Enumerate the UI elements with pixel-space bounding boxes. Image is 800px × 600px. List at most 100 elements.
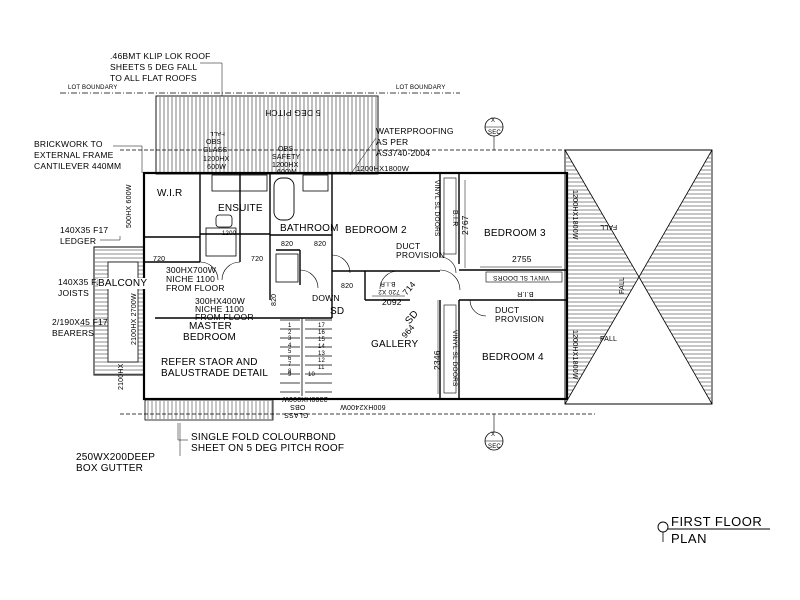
dim-2092: 2092 bbox=[382, 297, 402, 307]
refer-note-2: BALUSTRADE DETAIL bbox=[161, 368, 269, 379]
obs-glass-4: 600W bbox=[207, 164, 227, 171]
bir-1: B.I.R bbox=[451, 210, 458, 227]
stair-down-label: DOWN bbox=[312, 293, 340, 303]
section-marker-top-x: X bbox=[491, 118, 496, 124]
right-roof-fall-3: FALL bbox=[600, 336, 618, 343]
right-roof-fall-1: FALL bbox=[600, 223, 618, 230]
roof-note-2: SHEETS 5 DEG FALL bbox=[110, 62, 198, 72]
ledger-note-1: 140x35 F17 bbox=[60, 225, 109, 235]
dim-2346: 2346 bbox=[432, 350, 442, 370]
dim-820-d: 820 bbox=[271, 293, 278, 306]
waterproofing-note-1: WATERPROOFING bbox=[376, 126, 454, 136]
room-master-1: MASTER bbox=[189, 321, 232, 332]
section-marker-bottom-sec: SEC bbox=[488, 444, 501, 450]
roof-pitch-label: 5 DEG PITCH bbox=[265, 108, 321, 118]
plan-title-line-2: PLAN bbox=[671, 531, 707, 546]
window-left-1: 500Hx 600W bbox=[126, 184, 133, 228]
room-bedroom-3: BEDROOM 3 bbox=[484, 228, 546, 239]
waterproofing-note-2: AS PER bbox=[376, 137, 409, 147]
niche-2-line-1: 300Hx400W bbox=[195, 296, 245, 306]
stair-step-number: 14 bbox=[318, 344, 326, 350]
roof-note-3: TO ALL FLAT ROOFS bbox=[110, 73, 197, 83]
stair-step-number: 9 bbox=[288, 372, 292, 378]
room-bedroom-4: BEDROOM 4 bbox=[482, 352, 544, 363]
stair-step-number: 17 bbox=[318, 323, 326, 329]
dim-820-c: 820 bbox=[341, 283, 354, 290]
single-fold-note-1: SINGLE FOLD COLOURBOND bbox=[191, 432, 336, 443]
roof-note-1: .46BMT KLIP LOK ROOF bbox=[110, 51, 211, 61]
niche-1-line-2: NICHE 1100 bbox=[166, 274, 216, 284]
brickwork-note-1: BRICKWORK TO bbox=[34, 139, 103, 149]
window-top-size: 1200Hx1800W bbox=[356, 164, 410, 173]
stair-step-number: 16 bbox=[318, 330, 326, 336]
obs-safety-1: OBS bbox=[278, 146, 294, 153]
lot-boundary-left: LOT BOUNDARY bbox=[68, 85, 118, 91]
bir-4: 720 X2 bbox=[378, 288, 400, 295]
room-wir: W.I.R bbox=[157, 188, 183, 199]
stair-step-number: 10 bbox=[308, 372, 316, 378]
duct-1-line-1: DUCT bbox=[396, 241, 421, 251]
joists-note-1: 140x35 F17 bbox=[58, 277, 107, 287]
obs-glass-2: GLASS bbox=[203, 147, 228, 154]
ledger-note-2: LEDGER bbox=[60, 236, 97, 246]
niche-2-line-2: NICHE 1100 bbox=[195, 304, 245, 314]
joists-note-2: JOISTS bbox=[58, 288, 89, 298]
window-right-1: 1200Hx1800W bbox=[571, 190, 578, 240]
bearers-note-1: 2/190x45 F17 bbox=[52, 317, 108, 327]
bottom-obs-3: 2300Hx900W bbox=[282, 395, 328, 402]
stair-step-number: 4 bbox=[288, 342, 292, 349]
room-master-2: BEDROOM bbox=[183, 332, 237, 343]
window-left-2: 2100Hx 2700W bbox=[131, 293, 138, 345]
section-marker-bottom-x: X bbox=[491, 432, 496, 438]
obs-safety-2: SAFETY bbox=[272, 154, 301, 161]
stair-step-number: 2 bbox=[288, 329, 292, 336]
stair-step-number: 15 bbox=[318, 337, 326, 343]
plan-title-line-1: FIRST FLOOR bbox=[671, 514, 763, 529]
duct-2-line-2: PROVISION bbox=[495, 314, 545, 324]
waterproofing-note-3: AS3740-2004 bbox=[376, 148, 431, 158]
room-balcony: BALCONY bbox=[98, 278, 148, 289]
refer-note-1: REFER STAOR AND bbox=[161, 357, 258, 368]
stair-step-number: 12 bbox=[318, 358, 326, 364]
obs-glass-1: OBS bbox=[206, 139, 222, 146]
stair-step-number: 8 bbox=[288, 368, 292, 375]
stair-step-number: 7 bbox=[288, 362, 292, 368]
stair-step-number: 6 bbox=[288, 355, 292, 362]
single-fold-note-2: SHEET ON 5 DEG PITCH ROOF bbox=[191, 443, 345, 454]
obs-safety-4: 600W bbox=[277, 169, 297, 176]
stair-step-number: 11 bbox=[318, 365, 325, 371]
dim-820-a: 820 bbox=[281, 241, 294, 248]
obs-glass-3: 1200Hx bbox=[203, 156, 230, 163]
room-bathroom: BATHROOM bbox=[280, 223, 339, 234]
stair-step-number: 5 bbox=[288, 349, 292, 355]
duct-2-line-1: DUCT bbox=[495, 305, 520, 315]
bearers-note-2: BEARERS bbox=[52, 328, 95, 338]
duct-1-line-2: PROVISION bbox=[396, 250, 446, 260]
brickwork-note-2: EXTERNAL FRAME bbox=[34, 150, 114, 160]
niche-1-line-1: 300Hx700W bbox=[166, 265, 216, 275]
dim-2755: 2755 bbox=[512, 254, 532, 264]
gutter-note-1: 250Wx200DEEP bbox=[76, 452, 156, 463]
dim-720-b: 720 bbox=[251, 256, 264, 263]
vinyl-doors-2: VINYL SL DOORS bbox=[451, 330, 458, 387]
room-gallery: GALLERY bbox=[371, 339, 419, 350]
bottom-obs-2: GLASS bbox=[284, 411, 309, 418]
gutter-note-2: BOX GUTTER bbox=[76, 463, 144, 474]
room-ensuite: ENSUITE bbox=[218, 203, 263, 214]
stair-step-number: 1 bbox=[288, 323, 292, 329]
smoke-detector-1: SD bbox=[330, 306, 345, 317]
roof-fall-label: FALL bbox=[210, 130, 225, 136]
window-right-2: 1200Hx1800W bbox=[571, 330, 578, 380]
niche-1-line-3: FROM FLOOR bbox=[166, 283, 225, 293]
window-left-3: 2100Hx bbox=[118, 363, 125, 391]
bir-2: B.I.R bbox=[517, 290, 534, 297]
obs-safety-3: 1200Hx bbox=[272, 162, 299, 169]
dim-1200: 1200 bbox=[222, 231, 237, 237]
dim-820-b: 820 bbox=[314, 241, 327, 248]
vinyl-doors-1: VINYL SL DOORS bbox=[433, 180, 440, 237]
room-bedroom-2: BEDROOM 2 bbox=[345, 225, 407, 236]
lot-boundary-right: LOT BOUNDARY bbox=[396, 85, 446, 91]
section-marker-top-sec: SEC bbox=[488, 130, 501, 136]
stair-step-number: 3 bbox=[288, 336, 292, 342]
